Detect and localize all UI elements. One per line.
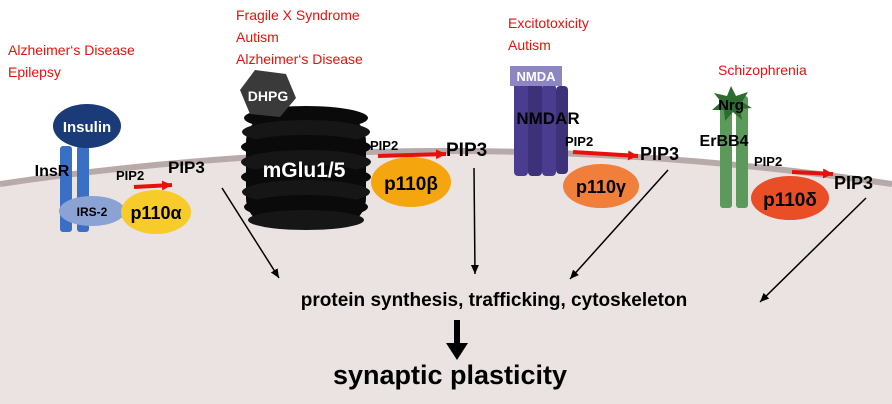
nmda-ligand bbox=[510, 66, 562, 86]
plasma-membrane bbox=[0, 148, 892, 187]
disease-labels-erbb4: Schizophrenia bbox=[718, 62, 807, 78]
pip2-to-pip3-arrow bbox=[791, 168, 834, 179]
p110-gamma-label: p110γ bbox=[576, 177, 626, 197]
mglu-label: mGlu1/5 bbox=[263, 159, 346, 182]
disease-label: Schizophrenia bbox=[718, 62, 807, 78]
disease-label: Epilepsy bbox=[8, 64, 61, 80]
disease-label: Autism bbox=[508, 37, 551, 53]
nmdar-label: NMDAR bbox=[516, 109, 579, 128]
p110-beta-label: p110β bbox=[384, 174, 438, 195]
pathway-arrow bbox=[470, 167, 479, 275]
pip2-label: PIP2 bbox=[565, 134, 593, 149]
insr-pathway: Insulin InsR IRS-2 p110α PIP2 PIP3 bbox=[35, 104, 205, 234]
p110-alpha-label: p110α bbox=[130, 203, 181, 223]
nmdar-subunit bbox=[528, 80, 542, 176]
pip2-label: PIP2 bbox=[370, 138, 398, 153]
erbb4-receptor bbox=[736, 96, 748, 208]
pip2-to-pip3-arrow bbox=[133, 180, 173, 191]
nrg-ligand bbox=[712, 86, 752, 121]
erbb4-receptor bbox=[720, 96, 732, 208]
irs2-label: IRS-2 bbox=[77, 205, 108, 219]
nrg-label: Nrg bbox=[718, 97, 744, 114]
nmda-label: NMDA bbox=[517, 69, 557, 84]
pip2-to-pip3-arrow bbox=[572, 150, 639, 161]
cytoplasm bbox=[0, 151, 892, 404]
pip2-label: PIP2 bbox=[754, 154, 782, 169]
nmdar-subunit bbox=[514, 80, 528, 176]
disease-label: Excitotoxicity bbox=[508, 15, 589, 31]
pip2-to-pip3-arrow bbox=[377, 149, 447, 160]
insulin-ligand bbox=[53, 104, 121, 148]
processes-label: protein synthesis, trafficking, cytoskel… bbox=[301, 290, 687, 311]
mglu-pathway: DHPG mGlu1/5 p110β PIP2 PIP3 bbox=[240, 70, 487, 230]
nmdar-subunit bbox=[542, 84, 556, 176]
dhpg-label: DHPG bbox=[248, 88, 289, 104]
p110-gamma bbox=[563, 164, 639, 208]
pip3-label: PIP3 bbox=[446, 140, 487, 161]
disease-label: Fragile X Syndrome bbox=[236, 7, 360, 23]
disease-labels-insulin: Alzheimer‘s Disease Epilepsy bbox=[8, 42, 135, 80]
insr-label: InsR bbox=[35, 163, 70, 180]
disease-label: Alzheimer‘s Disease bbox=[8, 42, 135, 58]
irs2 bbox=[59, 196, 125, 226]
pathway-arrow bbox=[221, 187, 280, 279]
synaptic-plasticity-label: synaptic plasticity bbox=[333, 360, 567, 390]
erbb4-label: ErBB4 bbox=[700, 133, 749, 150]
erbb4-pathway: Nrg ErBB4 p110δ PIP2 PIP3 bbox=[700, 86, 873, 220]
pip3-label: PIP3 bbox=[834, 173, 873, 193]
dhpg-ligand bbox=[240, 70, 296, 117]
p110-alpha bbox=[121, 190, 191, 234]
pip3-label: PIP3 bbox=[168, 158, 205, 177]
disease-label: Alzheimer‘s Disease bbox=[236, 51, 363, 67]
mglu-helix bbox=[248, 210, 364, 230]
disease-labels-nmda: Excitotoxicity Autism bbox=[508, 15, 589, 53]
p110-beta bbox=[371, 157, 451, 207]
pathway-arrow bbox=[569, 169, 669, 280]
p110-delta bbox=[751, 176, 829, 220]
insulin-label: Insulin bbox=[63, 119, 111, 136]
pip2-label: PIP2 bbox=[116, 168, 144, 183]
plasticity-arrowhead bbox=[446, 343, 468, 360]
pathway-arrow bbox=[759, 197, 867, 303]
disease-label: Autism bbox=[236, 29, 279, 45]
nmdar-pathway: NMDA NMDAR p110γ PIP2 PIP3 bbox=[510, 66, 679, 208]
p110-delta-label: p110δ bbox=[763, 190, 817, 211]
nmdar-subunit bbox=[556, 86, 568, 174]
disease-labels-mglu: Fragile X Syndrome Autism Alzheimer‘s Di… bbox=[236, 7, 363, 67]
pip3-label: PIP3 bbox=[640, 144, 679, 164]
